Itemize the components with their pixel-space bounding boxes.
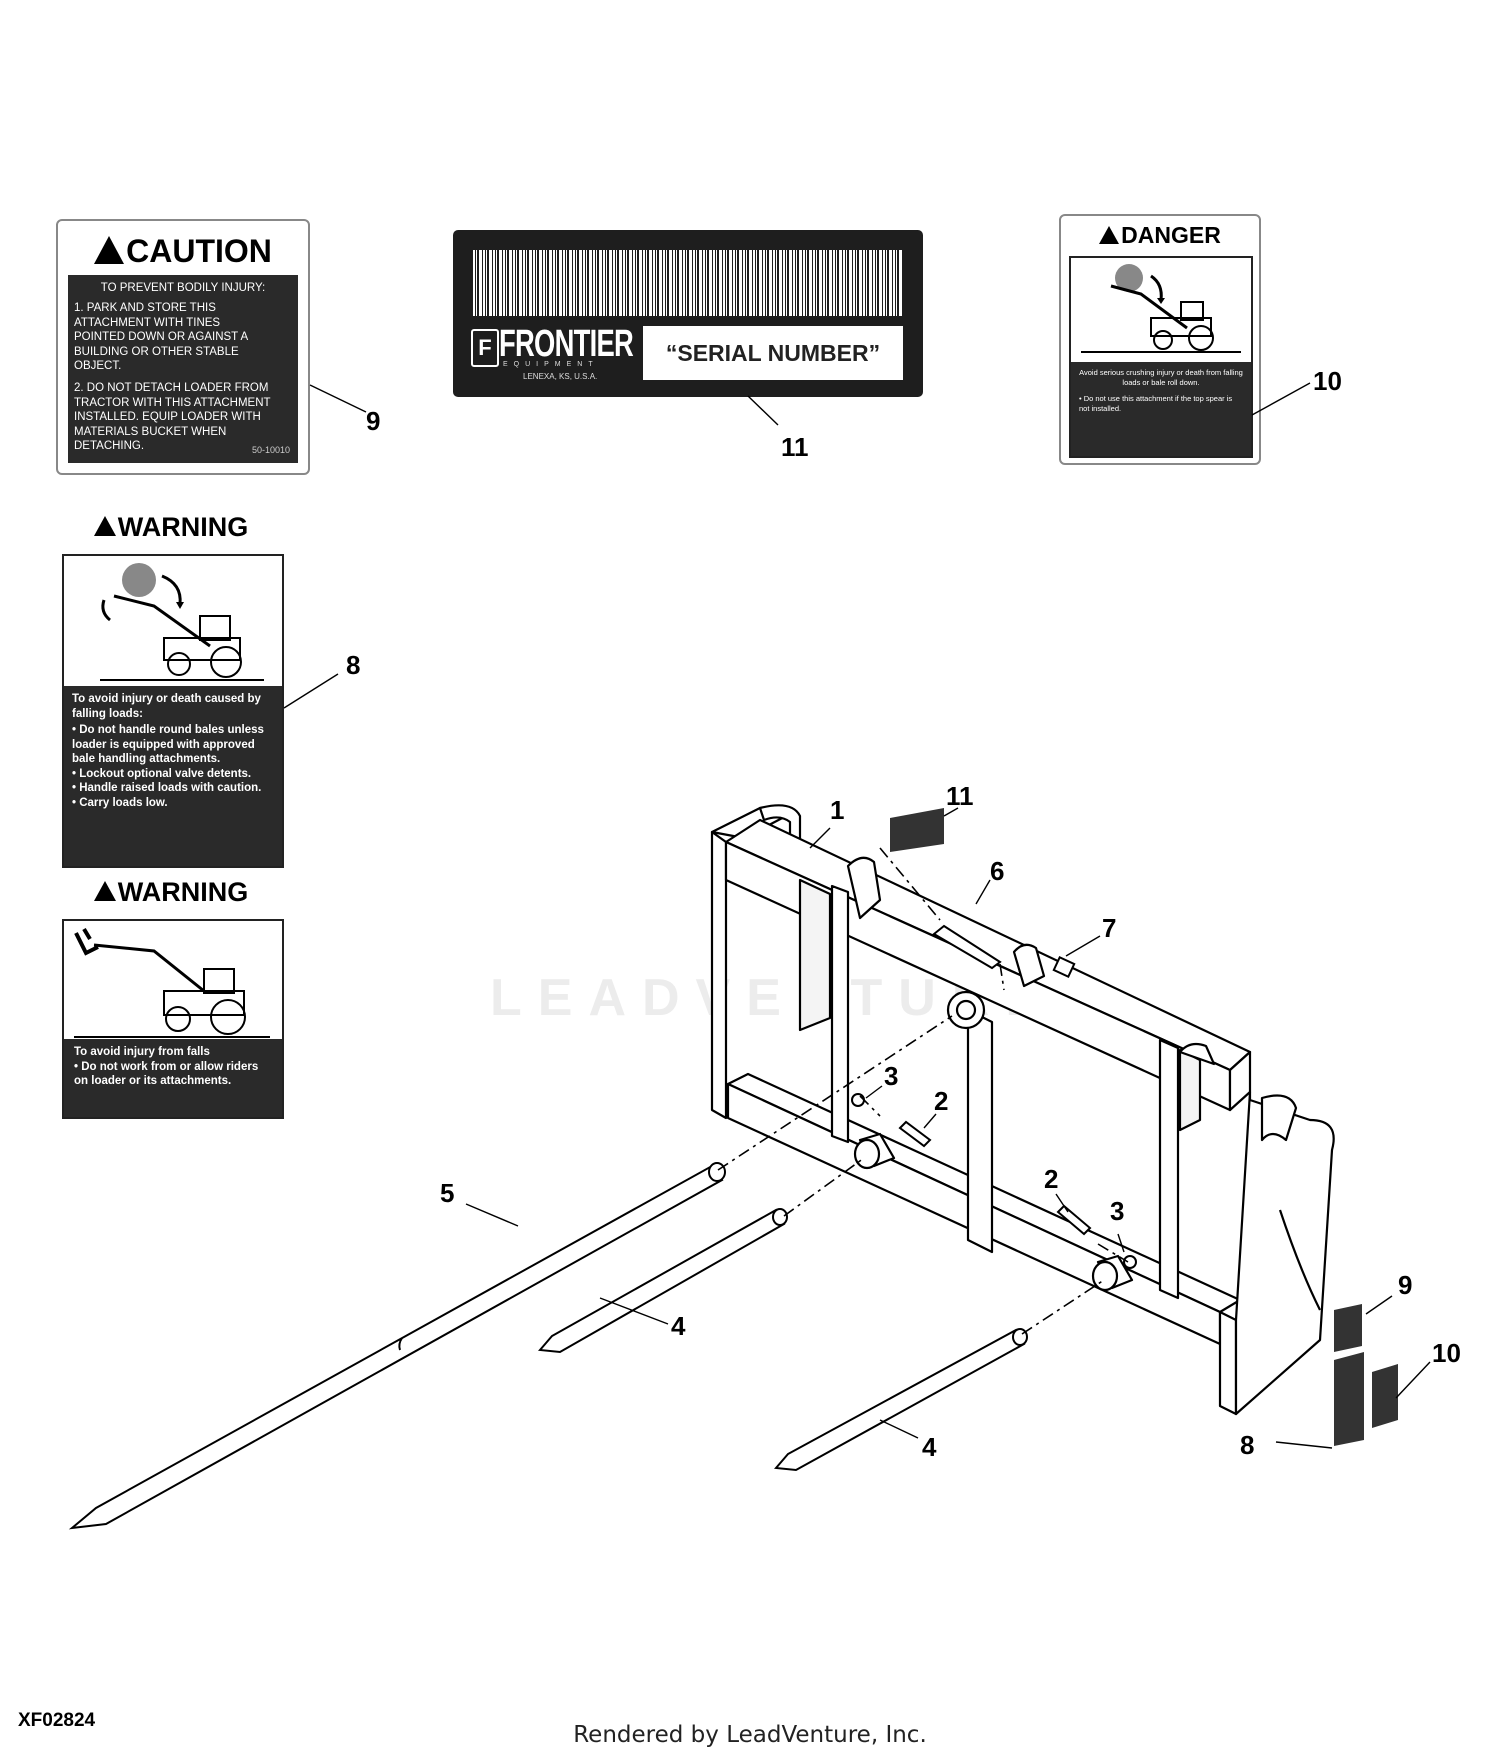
caution-line: 1. PARK AND STORE THIS bbox=[74, 302, 216, 315]
warning-1-header: WARNING bbox=[58, 512, 284, 543]
caution-line: INSTALLED. EQUIP LOADER WITH bbox=[74, 411, 261, 424]
caution-line: ATTACHMENT WITH TINES bbox=[74, 316, 221, 329]
callout-2-lower: 2 bbox=[1044, 1164, 1059, 1194]
hardware bbox=[851, 924, 1137, 1269]
serial-decal: F FRONTIER EQUIPMENT LENEXA, KS, U.S.A. … bbox=[453, 230, 923, 397]
serial-number-field: “SERIAL NUMBER” bbox=[643, 326, 903, 380]
danger-header: DANGER bbox=[1061, 222, 1259, 249]
callout-9-decal: 9 bbox=[366, 406, 381, 436]
frame-assembly bbox=[710, 804, 1335, 1416]
warning-1-text-panel: To avoid injury or death caused by falli… bbox=[64, 686, 282, 866]
callout-1: 1 bbox=[830, 795, 845, 825]
short-tine-upper bbox=[537, 1208, 786, 1354]
danger-loader-pictogram bbox=[1081, 264, 1241, 353]
render-credit: Rendered by LeadVenture, Inc. bbox=[573, 1722, 927, 1748]
warning-1-intro: To avoid injury or death caused by falli… bbox=[72, 693, 261, 720]
caution-triangle-icon bbox=[94, 236, 125, 264]
danger-text: Avoid serious crushing injury or death f… bbox=[1079, 368, 1243, 387]
warning-1-bullet: • Lockout optional valve detents. bbox=[72, 767, 252, 780]
callout-8-frame: 8 bbox=[1240, 1430, 1255, 1460]
warning-1-bullet: • Handle raised loads with caution. bbox=[72, 782, 262, 794]
warning-2-loader-pictogram bbox=[74, 927, 270, 1038]
caution-subheader: TO PREVENT BODILY INJURY: bbox=[100, 282, 266, 294]
warning-1-loader-pictogram bbox=[100, 563, 264, 681]
callout-2-upper: 2 bbox=[934, 1086, 949, 1116]
decal-placements bbox=[890, 808, 1398, 1446]
caution-decal: CAUTION TO PREVENT BODILY INJURY: 1. PAR… bbox=[56, 219, 310, 475]
caution-panel: TO PREVENT BODILY INJURY: 1. PARK AND ST… bbox=[68, 275, 298, 463]
warning-2-triangle-icon bbox=[93, 881, 116, 901]
danger-triangle-icon bbox=[1099, 226, 1120, 244]
caution-line: TRACTOR WITH THIS ATTACHMENT bbox=[74, 396, 271, 409]
frontier-logo: F FRONTIER EQUIPMENT LENEXA, KS, U.S.A. bbox=[471, 323, 634, 385]
frontier-f-icon: F bbox=[471, 329, 499, 367]
callout-8-decal: 8 bbox=[346, 650, 361, 680]
warning-2-bullet: • Do not work from or allow riders on lo… bbox=[74, 1060, 259, 1088]
pin-2-upper bbox=[898, 1120, 932, 1148]
callout-4-lower: 4 bbox=[922, 1432, 937, 1462]
callout-10-decal: 10 bbox=[1313, 366, 1342, 396]
caution-line: 2. DO NOT DETACH LOADER FROM bbox=[74, 382, 269, 395]
warning-decal-1: WARNING To avoid injury or death caused … bbox=[58, 512, 284, 868]
caution-line: BUILDING OR OTHER STABLE bbox=[74, 345, 239, 358]
danger-decal: DANGER Avoid serious crushing injury or … bbox=[1059, 214, 1261, 465]
callout-9-frame: 9 bbox=[1398, 1270, 1413, 1300]
long-spear bbox=[68, 1164, 724, 1530]
callout-3-lower: 3 bbox=[1110, 1196, 1125, 1226]
callout-4-upper: 4 bbox=[671, 1311, 686, 1341]
serial-number-label: “SERIAL NUMBER” bbox=[665, 339, 881, 366]
leader-lines bbox=[283, 382, 1431, 1449]
callout-11-decal: 11 bbox=[781, 432, 809, 462]
warning-2-header: WARNING bbox=[58, 877, 284, 908]
warning-2-intro: To avoid injury from falls bbox=[74, 1046, 210, 1058]
warning-1-triangle-icon bbox=[93, 516, 116, 536]
caution-line: DETACHING. bbox=[74, 440, 145, 453]
caution-header: CAUTION bbox=[58, 233, 308, 270]
callout-7: 7 bbox=[1102, 913, 1117, 943]
warning-1-bullet: • Carry loads low. bbox=[72, 796, 168, 809]
assembly-center-lines bbox=[717, 847, 1129, 1335]
caution-line: MATERIALS BUCKET WHEN bbox=[74, 425, 227, 438]
frontier-brand: FRONTIER bbox=[499, 323, 634, 365]
caution-part-number: 50-10010 bbox=[251, 444, 290, 455]
caution-line: OBJECT. bbox=[74, 360, 122, 373]
tines bbox=[68, 1162, 1028, 1530]
warning-2-frame: To avoid injury from falls • Do not work… bbox=[62, 919, 284, 1119]
caution-line: POINTED DOWN OR AGAINST A bbox=[74, 331, 249, 344]
warning-1-frame: To avoid injury or death caused by falli… bbox=[62, 554, 284, 868]
bolt-6 bbox=[932, 924, 1002, 970]
callout-3-upper: 3 bbox=[884, 1061, 899, 1091]
danger-text-panel: Avoid serious crushing injury or death f… bbox=[1071, 362, 1251, 456]
short-tine-lower bbox=[773, 1328, 1026, 1472]
diagram-id: XF02824 bbox=[18, 1710, 96, 1731]
callout-5: 5 bbox=[440, 1178, 455, 1208]
warning-1-bullet: • Do not handle round bales unless loade… bbox=[72, 724, 264, 765]
callout-6: 6 bbox=[990, 856, 1005, 886]
frontier-sub: EQUIPMENT bbox=[503, 361, 599, 368]
warning-2-text-panel: To avoid injury from falls • Do not work… bbox=[64, 1039, 282, 1117]
callout-10-frame: 10 bbox=[1432, 1338, 1461, 1368]
warning-decal-2: WARNING To avoid injury from falls • Do … bbox=[58, 877, 284, 1121]
danger-bullet: • Do not use this attachment if the top … bbox=[1079, 394, 1233, 413]
frontier-location: LENEXA, KS, U.S.A. bbox=[523, 372, 598, 381]
danger-frame: Avoid serious crushing injury or death f… bbox=[1069, 256, 1253, 458]
callout-11-frame: 11 bbox=[946, 781, 974, 811]
pin-2-lower bbox=[1056, 1204, 1092, 1236]
barcode bbox=[473, 250, 903, 316]
